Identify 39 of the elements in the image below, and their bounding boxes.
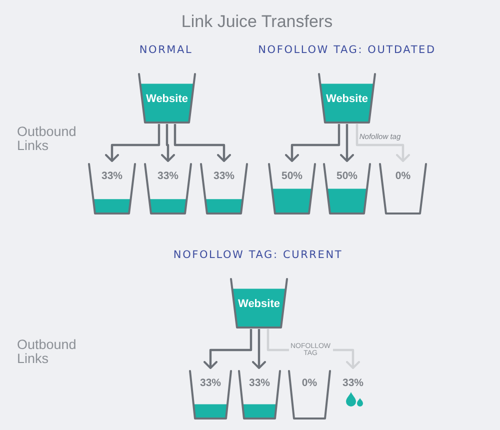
arrow [161, 124, 175, 162]
arrow [204, 329, 252, 369]
percent-value: 33% [342, 377, 364, 389]
diagram-title: Link Juice Transfers [181, 12, 333, 32]
cup [378, 163, 428, 215]
percent-value: 33% [102, 170, 122, 182]
website-cup [229, 278, 289, 329]
percent-value: 33% [158, 170, 178, 182]
arrow [356, 124, 410, 162]
percent-value: 0% [395, 170, 411, 182]
arrow [285, 124, 340, 162]
percent-value: 33% [214, 170, 234, 182]
cup [322, 163, 372, 215]
arrow [252, 329, 266, 369]
arrow [340, 124, 354, 162]
side-label: Outbound Links [17, 338, 78, 366]
cup [267, 163, 317, 215]
cup-label: Website [326, 93, 368, 105]
percent-value: 33% [200, 377, 221, 389]
cup [188, 370, 233, 420]
section-heading: NOFOLLOW TAG: CURRENT [173, 249, 343, 261]
cup [87, 163, 137, 215]
arrow [105, 124, 160, 162]
cup [287, 370, 332, 420]
section-heading: NORMAL [139, 44, 193, 56]
cup [143, 163, 193, 215]
cup-label: Website [238, 298, 280, 310]
website-cup [317, 73, 377, 124]
cup [199, 163, 249, 215]
percent-value: 0% [302, 377, 318, 389]
website-cup [137, 73, 197, 124]
cup [237, 370, 282, 420]
arrow [174, 124, 231, 162]
percent-value: 50% [336, 170, 358, 182]
side-label: Outbound Links [17, 125, 78, 153]
cup-label: Website [146, 93, 188, 105]
percent-value: 33% [249, 377, 270, 389]
percent-value: 50% [282, 170, 302, 182]
section-heading: NOFOLLOW TAG: OUTDATED [258, 44, 436, 56]
